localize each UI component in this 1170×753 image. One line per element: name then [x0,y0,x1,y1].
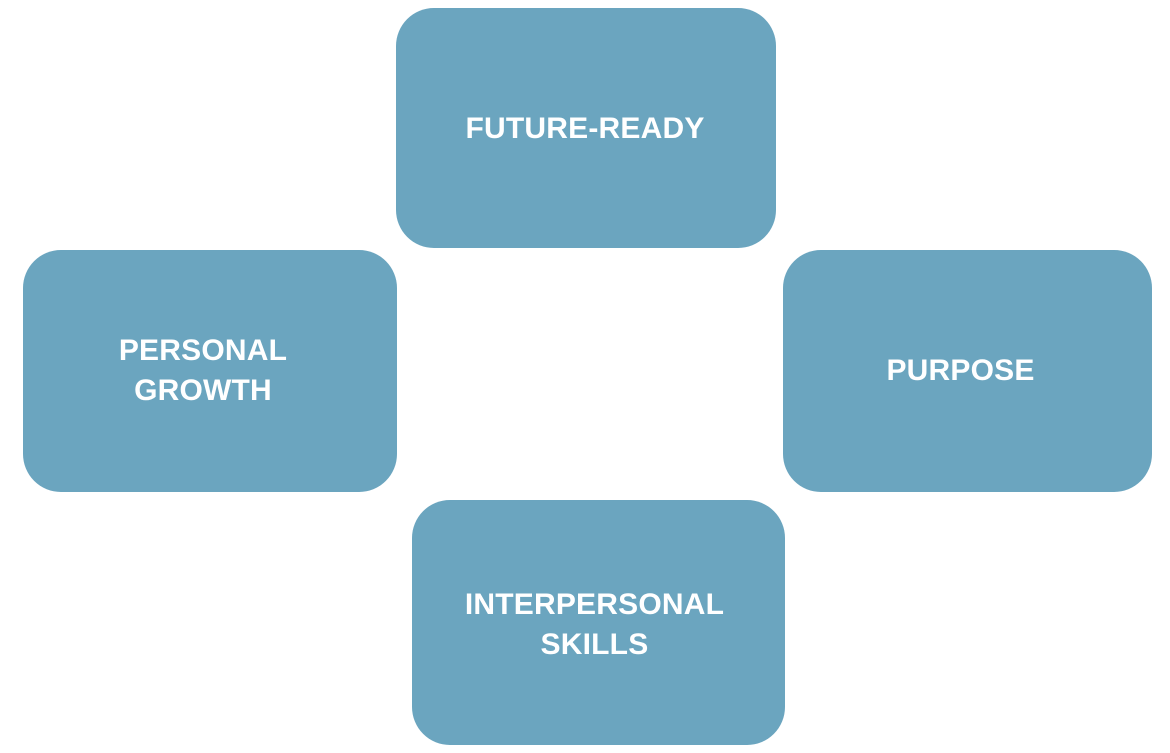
pillar-box-future-ready[interactable]: FUTURE-READY [396,8,776,248]
pillar-box-personal-growth[interactable]: PERSONAL GROWTH [23,250,397,492]
pillar-label-interpersonal-skills: INTERPERSONAL SKILLS [464,587,725,661]
pillar-box-interpersonal-skills[interactable]: INTERPERSONAL SKILLS [412,500,785,745]
pillar-label-future-ready: FUTURE-READY [465,112,705,146]
pillar-label-purpose: PURPOSE [886,354,1035,388]
pillar-label-personal-growth: PERSONAL GROWTH [118,334,288,407]
pillar-box-purpose[interactable]: PURPOSE [783,250,1152,492]
